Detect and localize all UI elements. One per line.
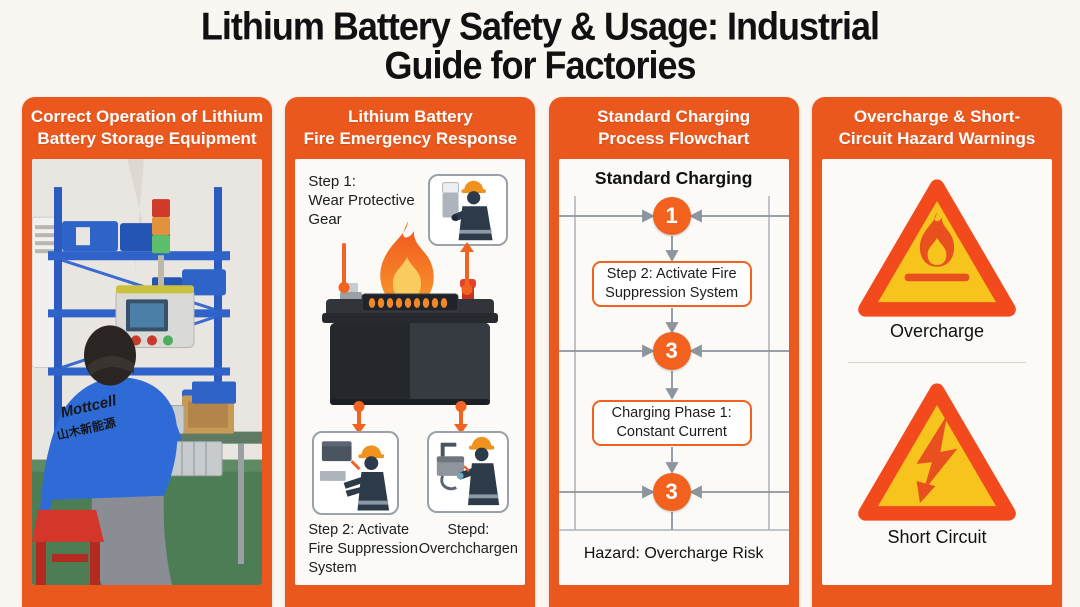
step3-label: Stepd: Overchchargen xyxy=(418,522,518,557)
connector-step2 xyxy=(352,401,367,434)
panel-storage-header: Correct Operation of Lithium Battery Sto… xyxy=(30,107,264,148)
panel-row: Correct Operation of Lithium Battery Sto… xyxy=(22,97,1062,607)
page-title: Lithium Battery Safety & Usage: Industri… xyxy=(200,3,880,88)
panel-fire-header: Lithium Battery Fire Emergency Response xyxy=(303,107,518,148)
short-circuit-sign xyxy=(822,377,1052,527)
panel-flowchart: Standard Charging Process Flowchart xyxy=(548,97,799,607)
panel-fire-response: Lithium Battery Fire Emergency Response … xyxy=(285,97,536,607)
overcharge-label: Overcharge xyxy=(889,321,984,341)
worker-extinguisher-icon xyxy=(442,180,493,241)
flowchart-footer: Hazard: Overcharge Risk xyxy=(583,545,764,562)
panel-flowchart-header: Standard Charging Process Flowchart xyxy=(597,107,751,148)
worker-extinguisher-box xyxy=(428,174,509,246)
charging-flowchart: Standard Charging 1 Step 2: Activate Fir… xyxy=(558,159,789,585)
flowchart-heading: Standard Charging xyxy=(594,168,753,188)
connector-step1 xyxy=(338,243,350,293)
flow-node-1: 1 xyxy=(652,197,691,235)
worker-suppression-box xyxy=(312,431,400,515)
divider xyxy=(847,362,1026,363)
flow-box-1: Step 2: Activate Fire Suppression System xyxy=(591,261,752,307)
step1-label: Step 1: Wear Protective Gear xyxy=(308,173,415,229)
worker-device-icon xyxy=(437,436,500,506)
worker-device-box xyxy=(427,431,510,513)
battery-icon xyxy=(322,279,499,405)
fire-response-diagram: Step 1: Wear Protective Gear xyxy=(295,159,526,585)
worker-figure: Mottcell 山木新能源 xyxy=(38,325,182,585)
signal-tower-icon xyxy=(152,199,170,294)
flame-warning-icon xyxy=(858,179,1016,317)
step2-label: Step 2: Activate Fire Suppression System xyxy=(308,522,418,576)
worker-suppression-icon xyxy=(320,441,390,511)
factory-photo: Mottcell 山木新能源 xyxy=(32,159,262,585)
fire-icon xyxy=(380,221,435,307)
flow-node-2: 3 xyxy=(652,332,691,370)
factory-photo-illustration: Mottcell 山木新能源 xyxy=(32,159,262,585)
flowchart-grid xyxy=(558,196,789,531)
connector-step3 xyxy=(454,401,469,434)
overcharge-sign xyxy=(822,173,1052,323)
flow-node-3: 3 xyxy=(652,473,691,511)
lightning-warning-icon xyxy=(858,383,1016,521)
hazard-warnings: Overcharge Short Circuit xyxy=(821,159,1052,585)
connector-extinguisher xyxy=(460,242,475,295)
panel-hazards: Overcharge & Short- Circuit Hazard Warni… xyxy=(811,97,1062,607)
panel-hazards-header: Overcharge & Short- Circuit Hazard Warni… xyxy=(838,107,1036,148)
panel-storage: Correct Operation of Lithium Battery Sto… xyxy=(22,97,272,607)
flow-box-2: Charging Phase 1: Constant Current xyxy=(591,400,752,446)
short-circuit-label: Short Circuit xyxy=(887,527,987,547)
red-stool xyxy=(32,509,104,585)
control-panel xyxy=(115,285,195,348)
